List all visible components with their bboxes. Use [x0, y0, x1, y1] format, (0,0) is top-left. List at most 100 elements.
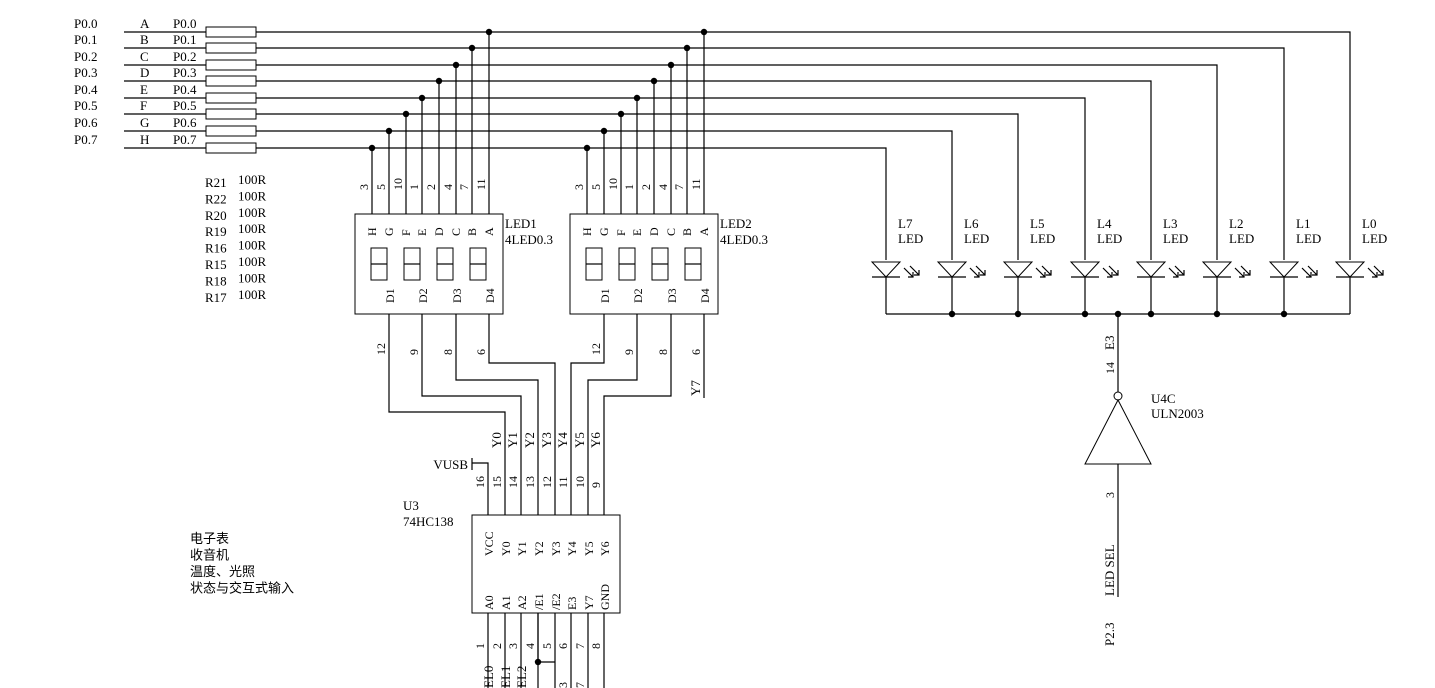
chip-part: 74HC138 [403, 514, 454, 529]
pin-number: 3 [506, 643, 520, 649]
junction-dot [1280, 310, 1288, 318]
junction-dot [1014, 310, 1022, 318]
chip-pin-name: /E1 [532, 593, 546, 610]
pin-name: G [382, 227, 396, 236]
segment-letter: F [140, 98, 147, 113]
led-part: LED [1030, 231, 1055, 246]
led-light-arrows [969, 265, 986, 278]
segment-letter: H [140, 132, 149, 147]
resistor-ref: R18 [205, 273, 227, 288]
digit-pin-name: D3 [450, 288, 464, 303]
pin-name: F [399, 229, 413, 236]
pin-number: 3 [556, 682, 570, 688]
digit-pin-name: D1 [383, 288, 397, 303]
display-part: 4LED0.3 [505, 232, 553, 247]
led-diode [1002, 261, 1034, 278]
led-part: LED [964, 231, 989, 246]
pin-number: 10 [606, 178, 620, 190]
led-diode [1268, 261, 1300, 278]
note-text: 状态与交互式输入 [190, 581, 294, 596]
bus-wire [256, 80, 1152, 260]
digit-pin-name: D4 [698, 288, 712, 303]
segment-letter: B [140, 32, 149, 47]
led-diode [870, 261, 902, 278]
pin-number: 2 [424, 184, 438, 190]
pin-number: 11 [689, 178, 703, 190]
net-label: P0.4 [173, 82, 197, 97]
chip-pin-name: Y2 [532, 541, 546, 556]
pin-number: 9 [622, 349, 636, 355]
pin-number: 4 [523, 643, 537, 649]
net-label: EL1 [498, 666, 513, 688]
resistor-value: 100R [238, 287, 267, 302]
resistor-ref: R17 [205, 290, 227, 305]
led-part: LED [1097, 231, 1122, 246]
resistor-value: 100R [238, 172, 267, 187]
digit-wire [570, 314, 605, 515]
driver-buffer [1084, 398, 1152, 465]
resistor-ref: R22 [205, 191, 227, 206]
note-text: 收音机 [190, 548, 229, 563]
led-ref: L4 [1097, 216, 1112, 231]
resistor-ref: R15 [205, 257, 227, 272]
resistor-ref: R16 [205, 241, 227, 256]
chip-pin-name: Y3 [549, 541, 563, 556]
resistor-value: 100R [238, 238, 267, 253]
pin-name: A [482, 227, 496, 236]
digit-wire [603, 314, 672, 515]
pin-number: 2 [639, 184, 653, 190]
chip-pin-name: Y7 [582, 595, 596, 610]
led-light-arrows [903, 265, 920, 278]
port-label: P0.4 [74, 82, 98, 97]
port-label: P0.7 [74, 132, 98, 147]
bus-wire [256, 130, 953, 260]
net-label: Y4 [555, 432, 570, 448]
note-text: 电子表 [190, 531, 229, 546]
resistor [205, 26, 257, 38]
pin-number: 8 [441, 349, 455, 355]
net-label: P0.3 [173, 65, 196, 80]
junction-dot [1147, 310, 1155, 318]
led-part: LED [1296, 231, 1321, 246]
pin-number: 7 [457, 184, 471, 190]
net-label: Y0 [489, 432, 504, 448]
resistor [205, 125, 257, 137]
components [205, 26, 1384, 614]
resistor-value: 100R [238, 270, 267, 285]
led-light-arrows [1234, 265, 1251, 278]
pin-number: 3 [357, 184, 371, 190]
net-label: Y7 [688, 380, 703, 396]
chip-pin-name: /E2 [549, 593, 563, 610]
resistor-value: 100R [238, 254, 267, 269]
pin-number: 8 [656, 349, 670, 355]
chip-pin-name: Y4 [565, 541, 579, 556]
segment-letter: G [140, 115, 149, 130]
pin-number: 5 [540, 643, 554, 649]
pin-number: 12 [589, 343, 603, 355]
pin-number: 1 [407, 184, 421, 190]
digit-pin-name: D3 [665, 288, 679, 303]
junction-dot [1213, 310, 1221, 318]
junction-dots [368, 28, 1288, 666]
port-label: P0.6 [74, 115, 98, 130]
led-ref: L3 [1163, 216, 1177, 231]
chip-pin-name: E3 [565, 597, 579, 610]
pin-name: F [614, 229, 628, 236]
pin-name: H [365, 227, 379, 236]
chip-pin-name: GND [598, 584, 612, 610]
note-text: 温度、光照 [190, 564, 255, 579]
driver-bubble [1113, 391, 1123, 401]
led-light-arrows [1102, 265, 1119, 278]
resistor-value: 100R [238, 188, 267, 203]
bus-wire [256, 47, 1285, 260]
segment-letter: A [140, 16, 150, 31]
driver-part: ULN2003 [1151, 406, 1204, 421]
pin-number: 14 [1103, 362, 1117, 374]
junction-dot [418, 94, 426, 102]
pin-number: 6 [474, 349, 488, 355]
pin-name: E [415, 229, 429, 236]
led-light-arrows [1035, 265, 1052, 278]
pin-name: G [597, 227, 611, 236]
port-label: P0.0 [74, 16, 97, 31]
